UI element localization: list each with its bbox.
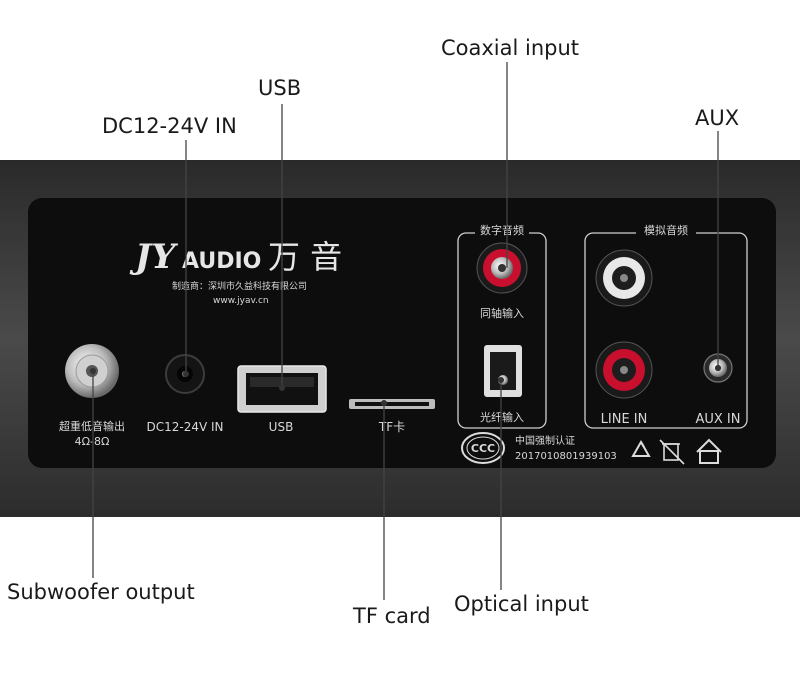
waste-bin-icon xyxy=(659,439,685,465)
callout-tf-card: TF card xyxy=(353,604,431,628)
optical-cn-label: 光纤输入 xyxy=(480,410,524,424)
subwoofer-cn-label: 超重低音输出 xyxy=(59,419,125,433)
callout-usb: USB xyxy=(258,76,302,100)
tf-panel-label: TF卡 xyxy=(378,420,405,434)
dc-panel-label: DC12-24V IN xyxy=(146,420,223,434)
aux-in-label: AUX IN xyxy=(695,412,740,427)
usb-panel-label: USB xyxy=(269,420,294,434)
recycle-icon xyxy=(631,439,651,457)
callout-aux: AUX xyxy=(695,106,740,130)
tf-card-slot xyxy=(349,399,435,409)
brand-audio: AUDIO xyxy=(182,249,261,274)
ccc-text: CCC xyxy=(471,442,495,455)
ccc-cn-label: 中国强制认证 xyxy=(515,434,575,447)
callout-subwoofer-output: Subwoofer output xyxy=(7,580,195,604)
website-text: www.jyav.cn xyxy=(213,296,269,306)
subwoofer-ohm-label: 4Ω-8Ω xyxy=(75,435,110,448)
line-in-white-jack xyxy=(595,249,653,307)
callout-optical-input: Optical input xyxy=(454,592,589,616)
line-in-red-jack xyxy=(595,341,653,399)
ccc-number: 2017010801939103 xyxy=(515,451,617,462)
digital-audio-label: 数字音频 xyxy=(480,223,524,237)
brand-cn: 万 音 xyxy=(268,238,342,276)
brand-jy: JY xyxy=(129,237,178,277)
optical-port xyxy=(484,345,522,397)
ccc-mark: CCC xyxy=(461,432,505,464)
coaxial-cn-label: 同轴输入 xyxy=(480,306,524,320)
house-icon xyxy=(696,438,722,464)
back-panel xyxy=(28,198,776,468)
line-in-label: LINE IN xyxy=(601,412,648,427)
analog-audio-label: 模拟音频 xyxy=(644,223,688,237)
callout-dc-in: DC12-24V IN xyxy=(102,114,237,138)
maker-text: 制造商：深圳市久益科技有限公司 xyxy=(172,280,307,292)
callout-coaxial-input: Coaxial input xyxy=(441,36,580,60)
